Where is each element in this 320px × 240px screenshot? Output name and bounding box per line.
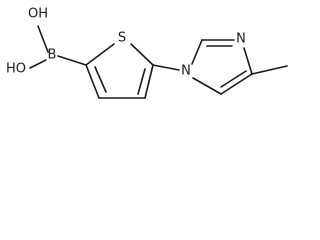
bond-c4-c5-inner xyxy=(220,70,247,88)
bond-s1-c5 xyxy=(130,43,154,66)
atom-label-n3-imidazole: N xyxy=(236,32,246,47)
bond-c5-n1 xyxy=(192,77,222,95)
bond-n1-c2 xyxy=(191,39,203,65)
bond-c4-c5 xyxy=(220,73,253,95)
atom-label-n1-imidazole: N xyxy=(181,64,191,79)
bond-n3-c4 xyxy=(243,47,253,75)
bond-c2-s1 xyxy=(85,43,115,66)
bond-c3-c2 xyxy=(85,64,100,99)
bond-b-oh-bottom xyxy=(29,59,47,69)
atom-label-oh-bottom: HO xyxy=(6,62,26,77)
bond-c5-n1 xyxy=(152,64,180,71)
chemical-structure-diagram: OH HO B S N N xyxy=(6,7,288,99)
bond-c4-methyl xyxy=(251,65,288,75)
bond-b-oh-top xyxy=(37,25,49,53)
atom-label-oh-top: OH xyxy=(28,7,48,22)
bond-c5-c4-inner xyxy=(137,68,146,95)
bond-c5-c4 xyxy=(144,64,154,99)
atom-label-boron: B xyxy=(48,48,57,63)
bond-c3-c2-inner xyxy=(94,66,107,93)
bond-b-thiophene xyxy=(57,55,87,66)
atom-label-sulfur: S xyxy=(118,31,126,46)
